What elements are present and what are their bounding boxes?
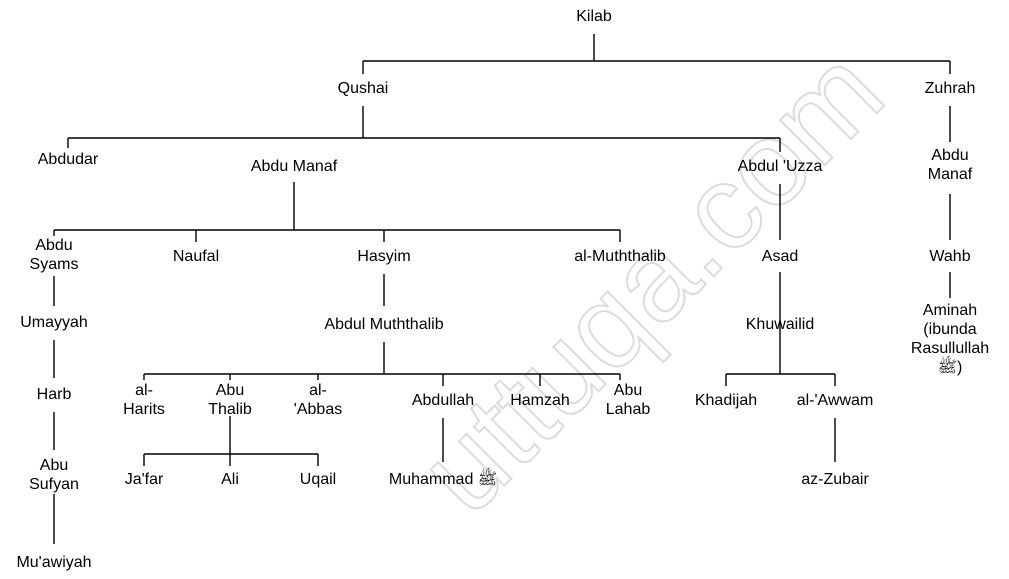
node-zuhrah: Zuhrah [924, 80, 976, 97]
node-khadijah: Khadijah [694, 392, 758, 409]
node-al-abbas: al-'Abbas [293, 382, 343, 418]
node-abdul-uzza: Abdul 'Uzza [737, 158, 823, 175]
node-uqail: Uqail [299, 471, 337, 488]
node-asad: Asad [761, 248, 799, 265]
node-kilab: Kilab [576, 8, 612, 25]
node-abdu-manaf: Abdu Manaf [250, 158, 338, 175]
node-hamzah: Hamzah [510, 392, 570, 409]
node-muhammad: Muhammad ﷺ [388, 471, 498, 488]
node-harb: Harb [36, 386, 72, 403]
node-umayyah: Umayyah [20, 314, 88, 331]
node-al-harits: al-Harits [123, 382, 165, 418]
node-abdudar: Abdudar [37, 151, 99, 168]
node-abdul-muththalib: Abdul Muththalib [324, 316, 444, 333]
node-abdullah: Abdullah [411, 392, 475, 409]
node-naufal: Naufal [172, 248, 220, 265]
node-qushai: Qushai [337, 80, 389, 97]
node-al-awwam: al-'Awwam [796, 392, 874, 409]
node-muawiyah: Mu'awiyah [16, 554, 92, 571]
node-jafar: Ja'far [124, 471, 164, 488]
node-al-muththalib: al-Muththalib [574, 248, 666, 265]
node-khuwailid: Khuwailid [745, 316, 815, 333]
node-az-zubair: az-Zubair [801, 471, 869, 488]
node-hasyim: Hasyim [357, 248, 411, 265]
node-wahb: Wahb [929, 248, 971, 265]
node-ali: Ali [221, 471, 239, 488]
